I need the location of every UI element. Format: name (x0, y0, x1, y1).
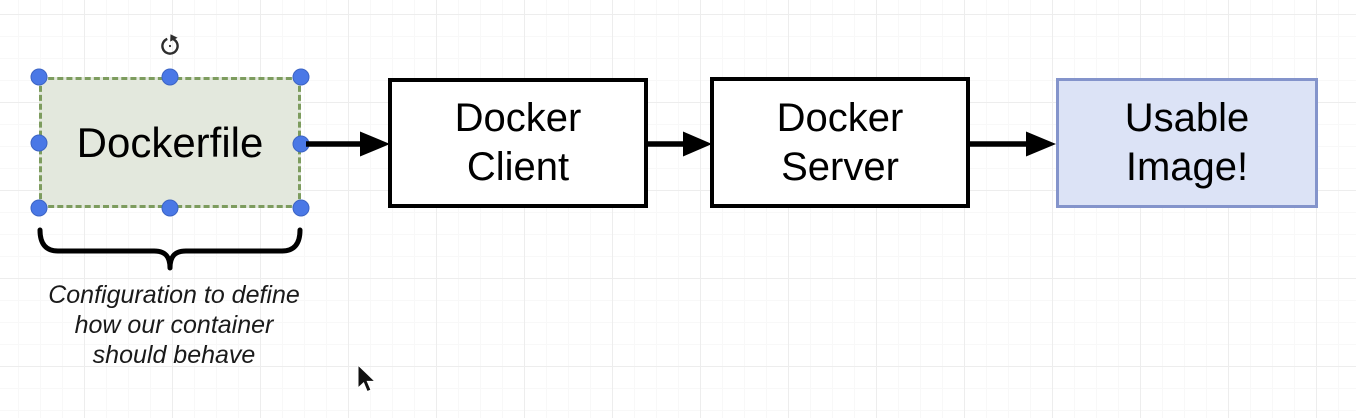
annotation-line: how our container (74, 311, 274, 339)
connector-client-to-server[interactable] (646, 128, 714, 160)
underbrace-shape[interactable] (37, 227, 303, 275)
selection-handle-s[interactable] (161, 199, 179, 217)
node-dockerfile-label: Dockerfile (76, 118, 264, 166)
node-docker-client-label: Docker Client (454, 96, 582, 189)
mouse-cursor (357, 364, 377, 393)
node-docker-server-label: Docker Server (776, 95, 904, 189)
selection-handle-w[interactable] (30, 134, 48, 152)
node-usable-image-label: Usable Image! (1124, 96, 1250, 189)
selection-handle-ne[interactable] (292, 68, 310, 86)
annotation-line: should behave (92, 341, 256, 369)
annotation-line: Configuration to define (48, 281, 300, 309)
annotation-caption[interactable]: Configuration to define how our containe… (28, 280, 320, 370)
selection-handle-n[interactable] (161, 68, 179, 86)
connector-dockerfile-to-client[interactable] (302, 128, 392, 160)
node-docker-server[interactable]: Docker Server (710, 77, 970, 208)
node-usable-image[interactable]: Usable Image! (1056, 78, 1318, 208)
node-docker-client[interactable]: Docker Client (388, 78, 648, 208)
connector-server-to-image[interactable] (968, 128, 1058, 160)
rotate-icon[interactable] (158, 33, 182, 57)
selection-handle-sw[interactable] (30, 199, 48, 217)
selection-handle-nw[interactable] (30, 68, 48, 86)
selection-handle-se[interactable] (292, 199, 310, 217)
node-dockerfile[interactable]: Dockerfile (39, 77, 301, 208)
